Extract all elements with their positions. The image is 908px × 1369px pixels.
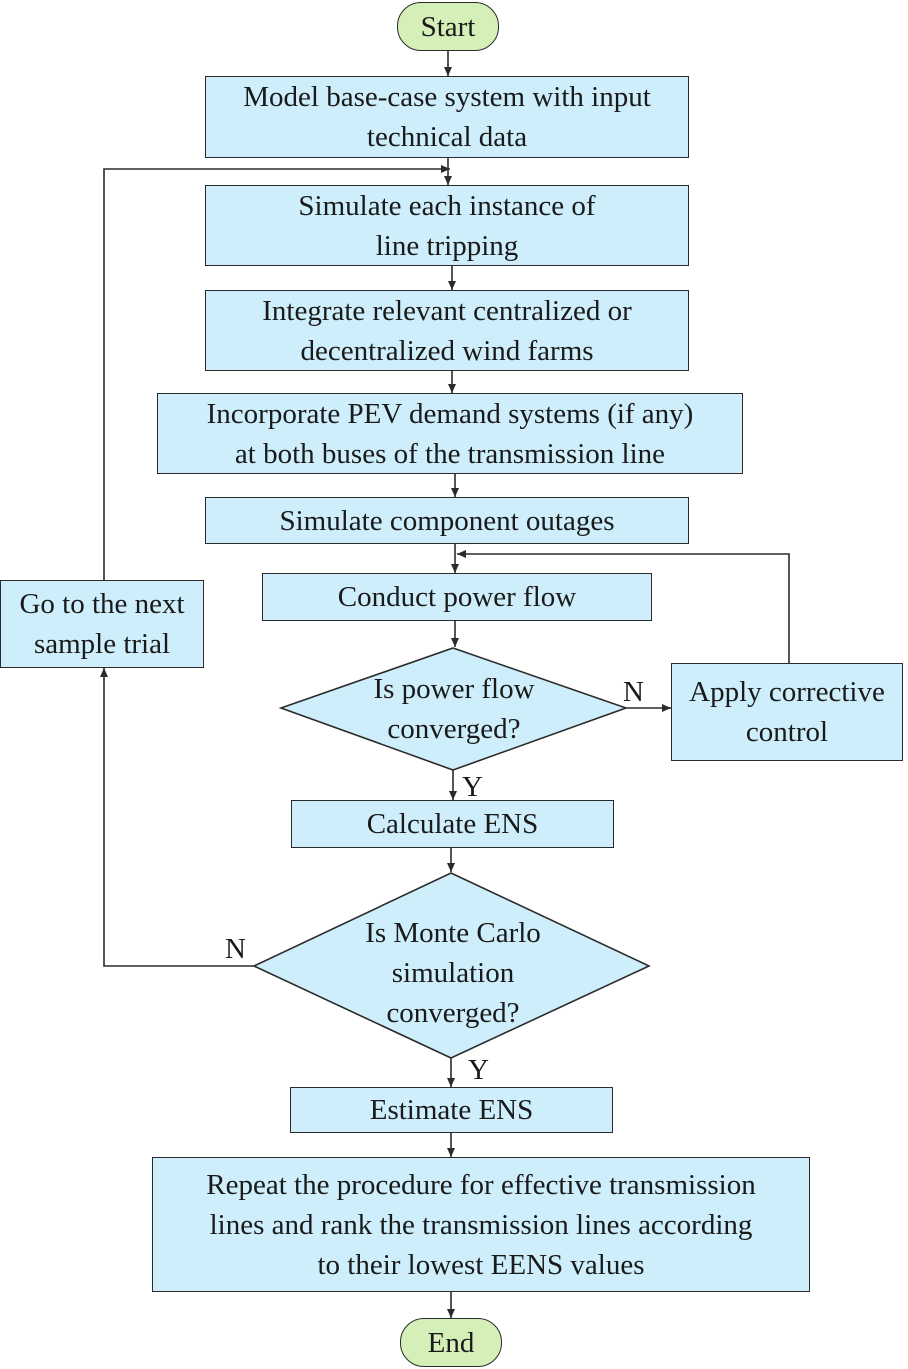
decision-monte-carlo-text: Is Monte Carlo simulation converged?	[300, 912, 606, 1034]
model-base-case-box: Model base-case system with input techni…	[205, 76, 689, 158]
conduct-power-flow-label: Conduct power flow	[337, 581, 577, 613]
start-label: Start	[420, 10, 476, 43]
arrow-corrective-loop	[457, 550, 790, 663]
simulate-line-tripping-label: Simulate each instance of line tripping	[298, 189, 596, 262]
decision-power-flow-label: Is power flow converged?	[373, 673, 535, 745]
decision-power-flow-text: Is power flow converged?	[323, 668, 585, 750]
next-sample-trial-box: Go to the next sample trial	[0, 580, 204, 668]
edge-label-mc-yes: Y	[468, 1054, 489, 1086]
integrate-wind-farms-box: Integrate relevant centralized or decent…	[205, 290, 689, 371]
integrate-wind-farms-label: Integrate relevant centralized or decent…	[262, 294, 632, 367]
arrow-next-loop	[103, 165, 450, 580]
corrective-control-box: Apply corrective control	[671, 663, 903, 761]
calculate-ens-label: Calculate ENS	[366, 808, 539, 840]
edge-label-pf-no: N	[623, 676, 644, 708]
estimate-ens-label: Estimate ENS	[369, 1094, 534, 1126]
next-sample-trial-label: Go to the next sample trial	[19, 588, 185, 660]
repeat-procedure-box: Repeat the procedure for effective trans…	[152, 1157, 810, 1292]
end-terminal: End	[400, 1318, 502, 1367]
calculate-ens-box: Calculate ENS	[291, 800, 614, 848]
arrow-mc-no-next	[100, 668, 254, 967]
model-base-case-label: Model base-case system with input techni…	[243, 81, 651, 153]
edge-label-pf-yes: Y	[462, 771, 483, 803]
simulate-outages-label: Simulate component outages	[279, 504, 615, 537]
end-label: End	[427, 1326, 475, 1359]
edge-label-mc-no: N	[225, 933, 246, 965]
corrective-control-label: Apply corrective control	[689, 676, 885, 748]
incorporate-pev-label: Incorporate PEV demand systems (if any) …	[206, 397, 694, 470]
conduct-power-flow-box: Conduct power flow	[262, 573, 652, 621]
incorporate-pev-box: Incorporate PEV demand systems (if any) …	[157, 393, 743, 474]
repeat-procedure-label: Repeat the procedure for effective trans…	[206, 1168, 756, 1281]
decision-monte-carlo-label: Is Monte Carlo simulation converged?	[365, 917, 541, 1029]
estimate-ens-box: Estimate ENS	[290, 1087, 613, 1133]
start-terminal: Start	[397, 2, 499, 51]
simulate-line-tripping-box: Simulate each instance of line tripping	[205, 185, 689, 266]
simulate-outages-box: Simulate component outages	[205, 497, 689, 544]
